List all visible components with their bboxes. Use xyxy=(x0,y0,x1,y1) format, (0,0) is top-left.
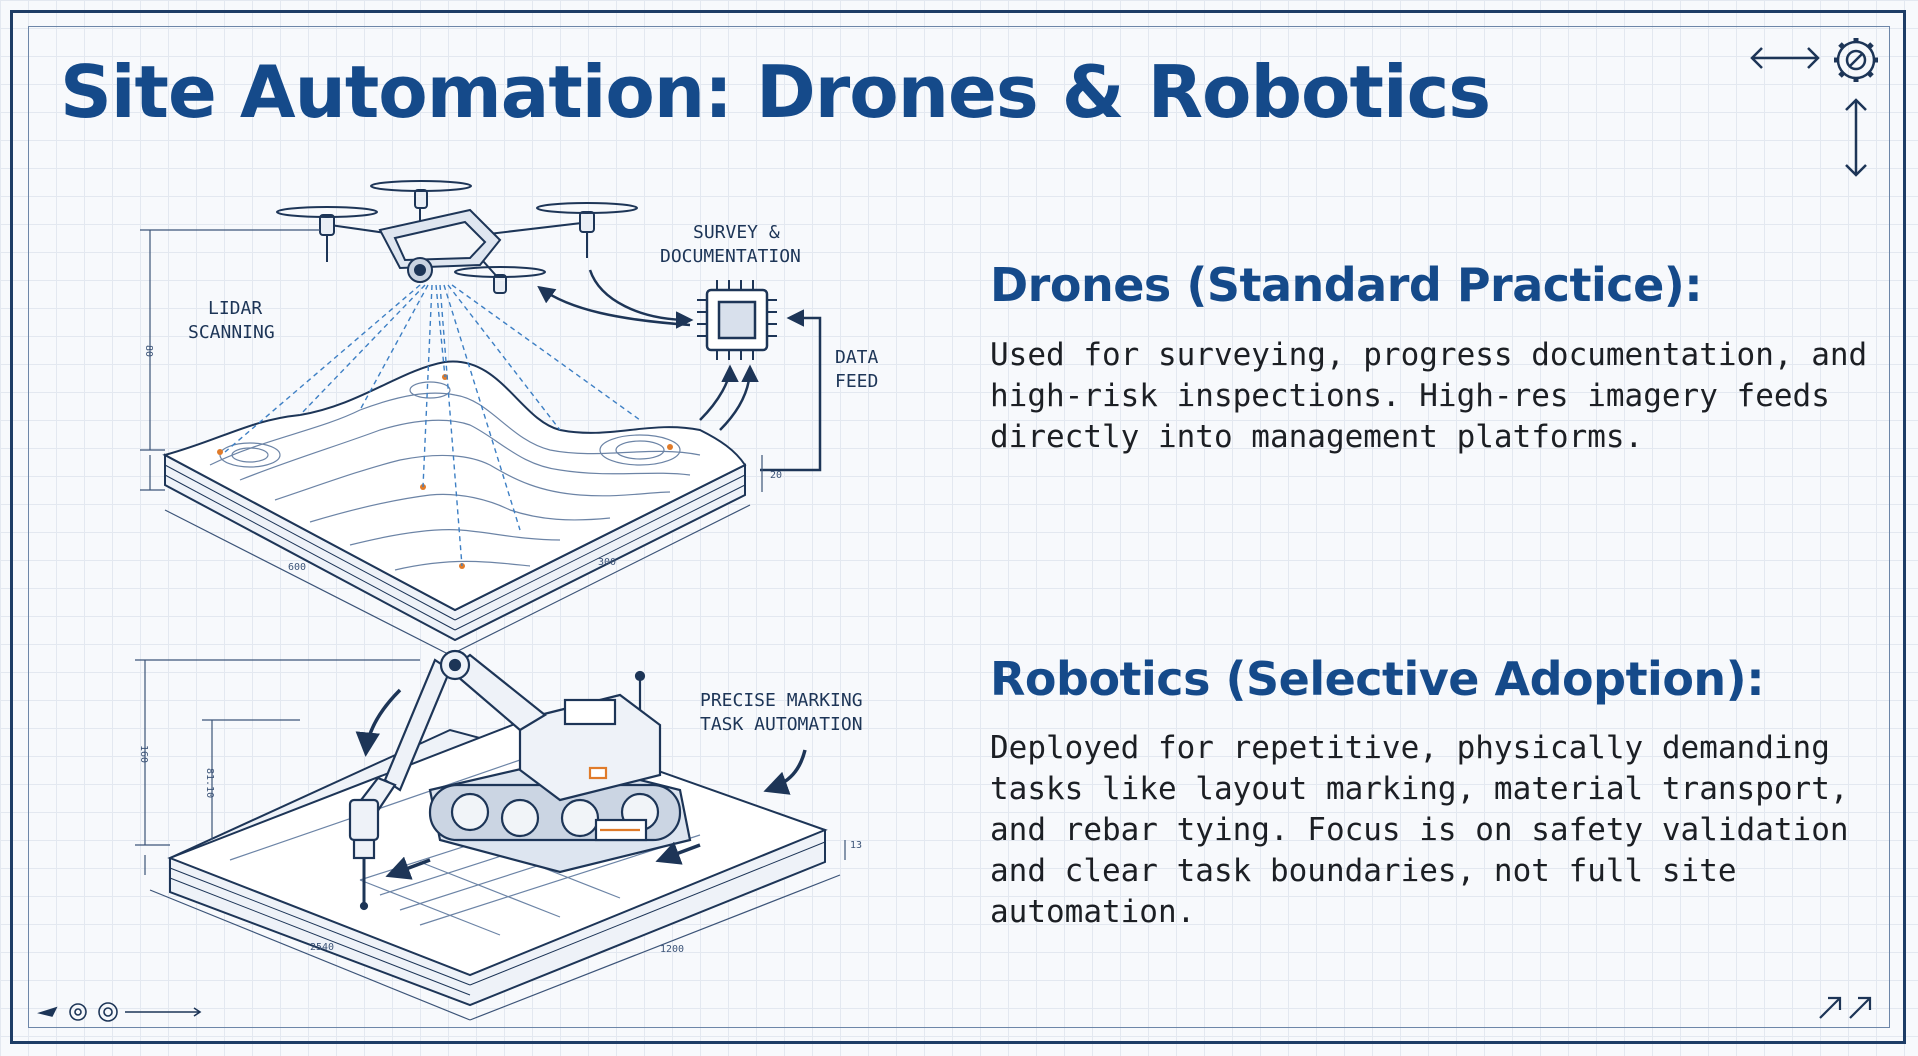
robotics-heading: Robotics (Selective Adoption): xyxy=(990,652,1765,706)
svg-text:81.10: 81.10 xyxy=(204,768,215,798)
diagonal-arrows-icon xyxy=(1819,996,1872,1019)
motion-arrows xyxy=(355,688,807,880)
svg-text:160: 160 xyxy=(138,745,149,763)
lidar-label-line1: LIDAR xyxy=(208,298,262,319)
lidar-beams xyxy=(224,284,641,567)
robot-arm xyxy=(348,649,547,911)
chip-icon xyxy=(697,280,777,360)
marking-label-line2: TASK AUTOMATION xyxy=(700,714,863,735)
robotics-body: Deployed for repetitive, physically dema… xyxy=(990,730,1849,930)
data-feed-label-line2: FEED xyxy=(835,371,878,392)
terrain-model xyxy=(162,360,747,642)
gear-icon xyxy=(1834,38,1878,82)
terrain-contours xyxy=(209,381,701,571)
horizontal-arrows-icon xyxy=(1750,47,1820,69)
drone-icon xyxy=(276,180,638,294)
bottom-left-icons xyxy=(37,1002,202,1022)
work-slab xyxy=(167,720,828,1007)
svg-text:80: 80 xyxy=(143,345,154,357)
outer-frame xyxy=(10,10,1906,1044)
drones-body: Used for surveying, progress documentati… xyxy=(990,337,1868,455)
svg-text:1200: 1200 xyxy=(660,944,684,955)
dimension-lines-bottom xyxy=(135,659,846,1021)
inner-frame xyxy=(28,26,1890,1028)
terrain-markers xyxy=(217,374,673,569)
dimension-lines-top xyxy=(140,229,763,656)
excavator-icon xyxy=(428,670,692,874)
data-feed-label-line1: DATA xyxy=(835,347,879,368)
survey-label-line2: DOCUMENTATION xyxy=(660,246,801,267)
drones-heading: Drones (Standard Practice): xyxy=(990,258,1703,312)
marking-label-line1: PRECISE MARKING xyxy=(700,690,863,711)
lidar-label-line2: SCANNING xyxy=(188,322,275,343)
vertical-arrows-icon xyxy=(1845,98,1867,177)
svg-text:600: 600 xyxy=(288,562,306,573)
survey-label-line1: SURVEY & xyxy=(693,222,780,243)
svg-text:2540: 2540 xyxy=(310,942,334,953)
svg-text:300: 300 xyxy=(598,557,616,568)
svg-text:13: 13 xyxy=(850,840,862,851)
slide-title: Site Automation: Drones & Robotics xyxy=(60,50,1491,134)
svg-text:20: 20 xyxy=(770,470,782,481)
data-flow-arrows xyxy=(537,269,822,472)
